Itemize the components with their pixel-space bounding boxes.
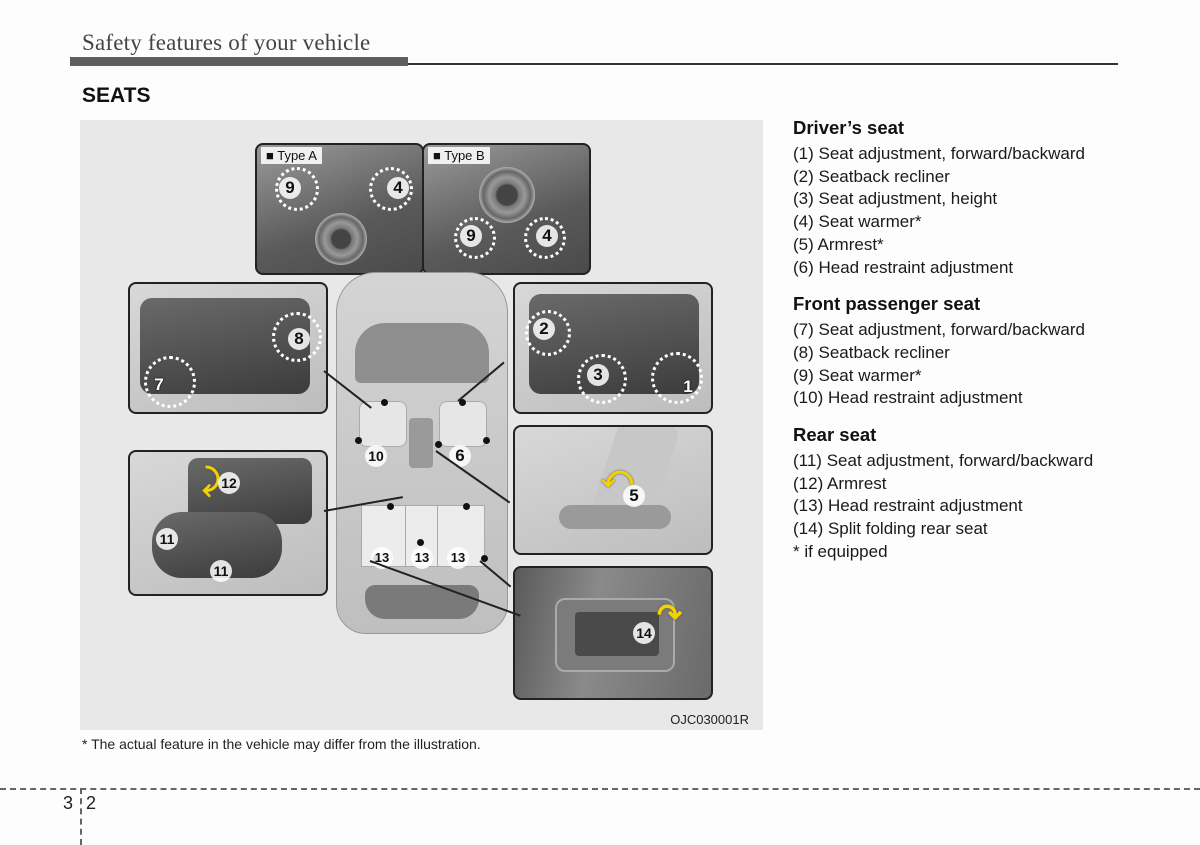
windshield — [355, 323, 489, 383]
legend-item: (2) Seatback recliner — [793, 166, 950, 186]
legend-item: (7) Seat adjustment, forward/backward — [793, 320, 1085, 340]
legend-item: (4) Seat warmer* — [793, 212, 922, 232]
seat-warmer-highlight — [369, 167, 413, 211]
callout-2: 2 — [533, 318, 555, 340]
callout-9: 9 — [279, 177, 301, 199]
cargo-area — [365, 585, 479, 619]
section-title: Safety features of your vehicle — [82, 30, 371, 55]
type-b-panel: ■ Type B 9 4 — [422, 143, 591, 275]
callout-11: 11 — [210, 560, 232, 582]
legend-item: (5) Armrest* — [793, 234, 884, 254]
callout-4: 4 — [536, 225, 558, 247]
legend-group-title: Rear seat — [793, 424, 877, 446]
callout-13: 13 — [447, 547, 469, 569]
driver-seat-panel: 2 3 1 — [513, 282, 713, 414]
legend-item: (13) Head restraint adjustment — [793, 496, 1023, 516]
marker-dot — [417, 539, 424, 546]
legend-group-driver: Driver’s seat (1) Seat adjustment, forwa… — [793, 117, 1173, 279]
marker-dot — [483, 437, 490, 444]
car-top-view: 10 6 13 13 13 — [336, 272, 508, 634]
armrest-arrow-icon: ⤸ — [202, 464, 220, 497]
driver-front-seat — [439, 401, 487, 447]
type-a-panel: ■ Type A 9 4 — [255, 143, 424, 275]
legend-item: (8) Seatback recliner — [793, 342, 950, 362]
callout-4: 4 — [387, 177, 409, 199]
recliner-highlight — [525, 310, 571, 356]
legend-group-title: Driver’s seat — [793, 117, 905, 138]
callout-6: 6 — [449, 445, 471, 467]
footer-divider-horizontal — [0, 788, 1200, 790]
legend-item: (3) Seat adjustment, height — [793, 189, 998, 209]
marker-dot — [481, 555, 488, 562]
section-rule-thin — [408, 63, 1118, 65]
callout-9: 9 — [460, 225, 482, 247]
climate-knob — [479, 167, 535, 223]
callout-11: 11 — [156, 528, 178, 550]
callout-14: 14 — [633, 622, 655, 644]
legend-item: (10) Head restraint adjustment — [793, 388, 1023, 408]
climate-knob — [315, 213, 367, 265]
type-b-label: ■ Type B — [428, 147, 490, 164]
legend-item: (1) Seat adjustment, forward/backward — [793, 144, 1085, 163]
figure-code: OJC030001R — [670, 712, 749, 727]
seat-warmer-highlight — [454, 217, 496, 259]
passenger-seat-panel: 8 7 — [128, 282, 328, 414]
marker-dot — [463, 503, 470, 510]
footer-divider-vertical — [80, 788, 82, 845]
callout-5: 5 — [623, 485, 645, 507]
rear-bench-panel: ⤸ 12 11 11 — [128, 450, 328, 596]
callout-1: 1 — [683, 377, 693, 396]
callout-13: 13 — [411, 547, 433, 569]
legend-group-rear: Rear seat (11) Seat adjustment, forward/… — [793, 424, 1173, 564]
legend-item: (11) Seat adjustment, forward/backward — [793, 451, 1094, 471]
legend-group-front-passenger: Front passenger seat (7) Seat adjustment… — [793, 293, 1173, 410]
recliner-highlight — [272, 312, 322, 362]
callout-12: 12 — [218, 472, 240, 494]
seat-warmer-highlight — [275, 167, 319, 211]
marker-dot — [355, 437, 362, 444]
legend-footnote: * if equipped — [793, 541, 888, 561]
page-heading: SEATS — [82, 84, 151, 107]
legend-group-title: Front passenger seat — [793, 293, 981, 315]
armrest-panel: ⤺ 5 — [513, 425, 713, 555]
fold-arrow-icon: ↷ — [657, 599, 683, 632]
marker-dot — [387, 503, 394, 510]
split-fold-panel: ↷ 14 — [513, 566, 713, 700]
height-highlight — [577, 354, 627, 404]
marker-dot — [435, 441, 442, 448]
legend-item: (12) Armrest — [793, 473, 887, 493]
section-rule-thick — [70, 57, 408, 66]
passenger-front-seat — [359, 401, 407, 447]
callout-8: 8 — [288, 328, 310, 350]
callout-3: 3 — [587, 364, 609, 386]
marker-dot — [459, 399, 466, 406]
legend-item: (14) Split folding rear seat — [793, 519, 988, 539]
legend-item: (9) Seat warmer* — [793, 365, 922, 385]
chapter-number: 3 — [63, 793, 74, 813]
type-a-label: ■ Type A — [261, 147, 322, 164]
legend-column: Driver’s seat (1) Seat adjustment, forwa… — [793, 117, 1173, 578]
callout-7: 7 — [154, 375, 164, 394]
armrest-pad — [559, 505, 671, 529]
callout-10: 10 — [365, 445, 387, 467]
slide-highlight — [651, 352, 703, 404]
legend-item: (6) Head restraint adjustment — [793, 257, 1014, 277]
seat-warmer-highlight — [524, 217, 566, 259]
figure-caption: * The actual feature in the vehicle may … — [82, 736, 481, 752]
seats-illustration: ■ Type A 9 4 ■ Type B 9 4 8 7 2 3 1 ⤸ — [80, 120, 763, 730]
marker-dot — [381, 399, 388, 406]
slide-highlight — [144, 356, 196, 408]
center-console — [409, 418, 433, 468]
page-number: 2 — [86, 793, 97, 813]
